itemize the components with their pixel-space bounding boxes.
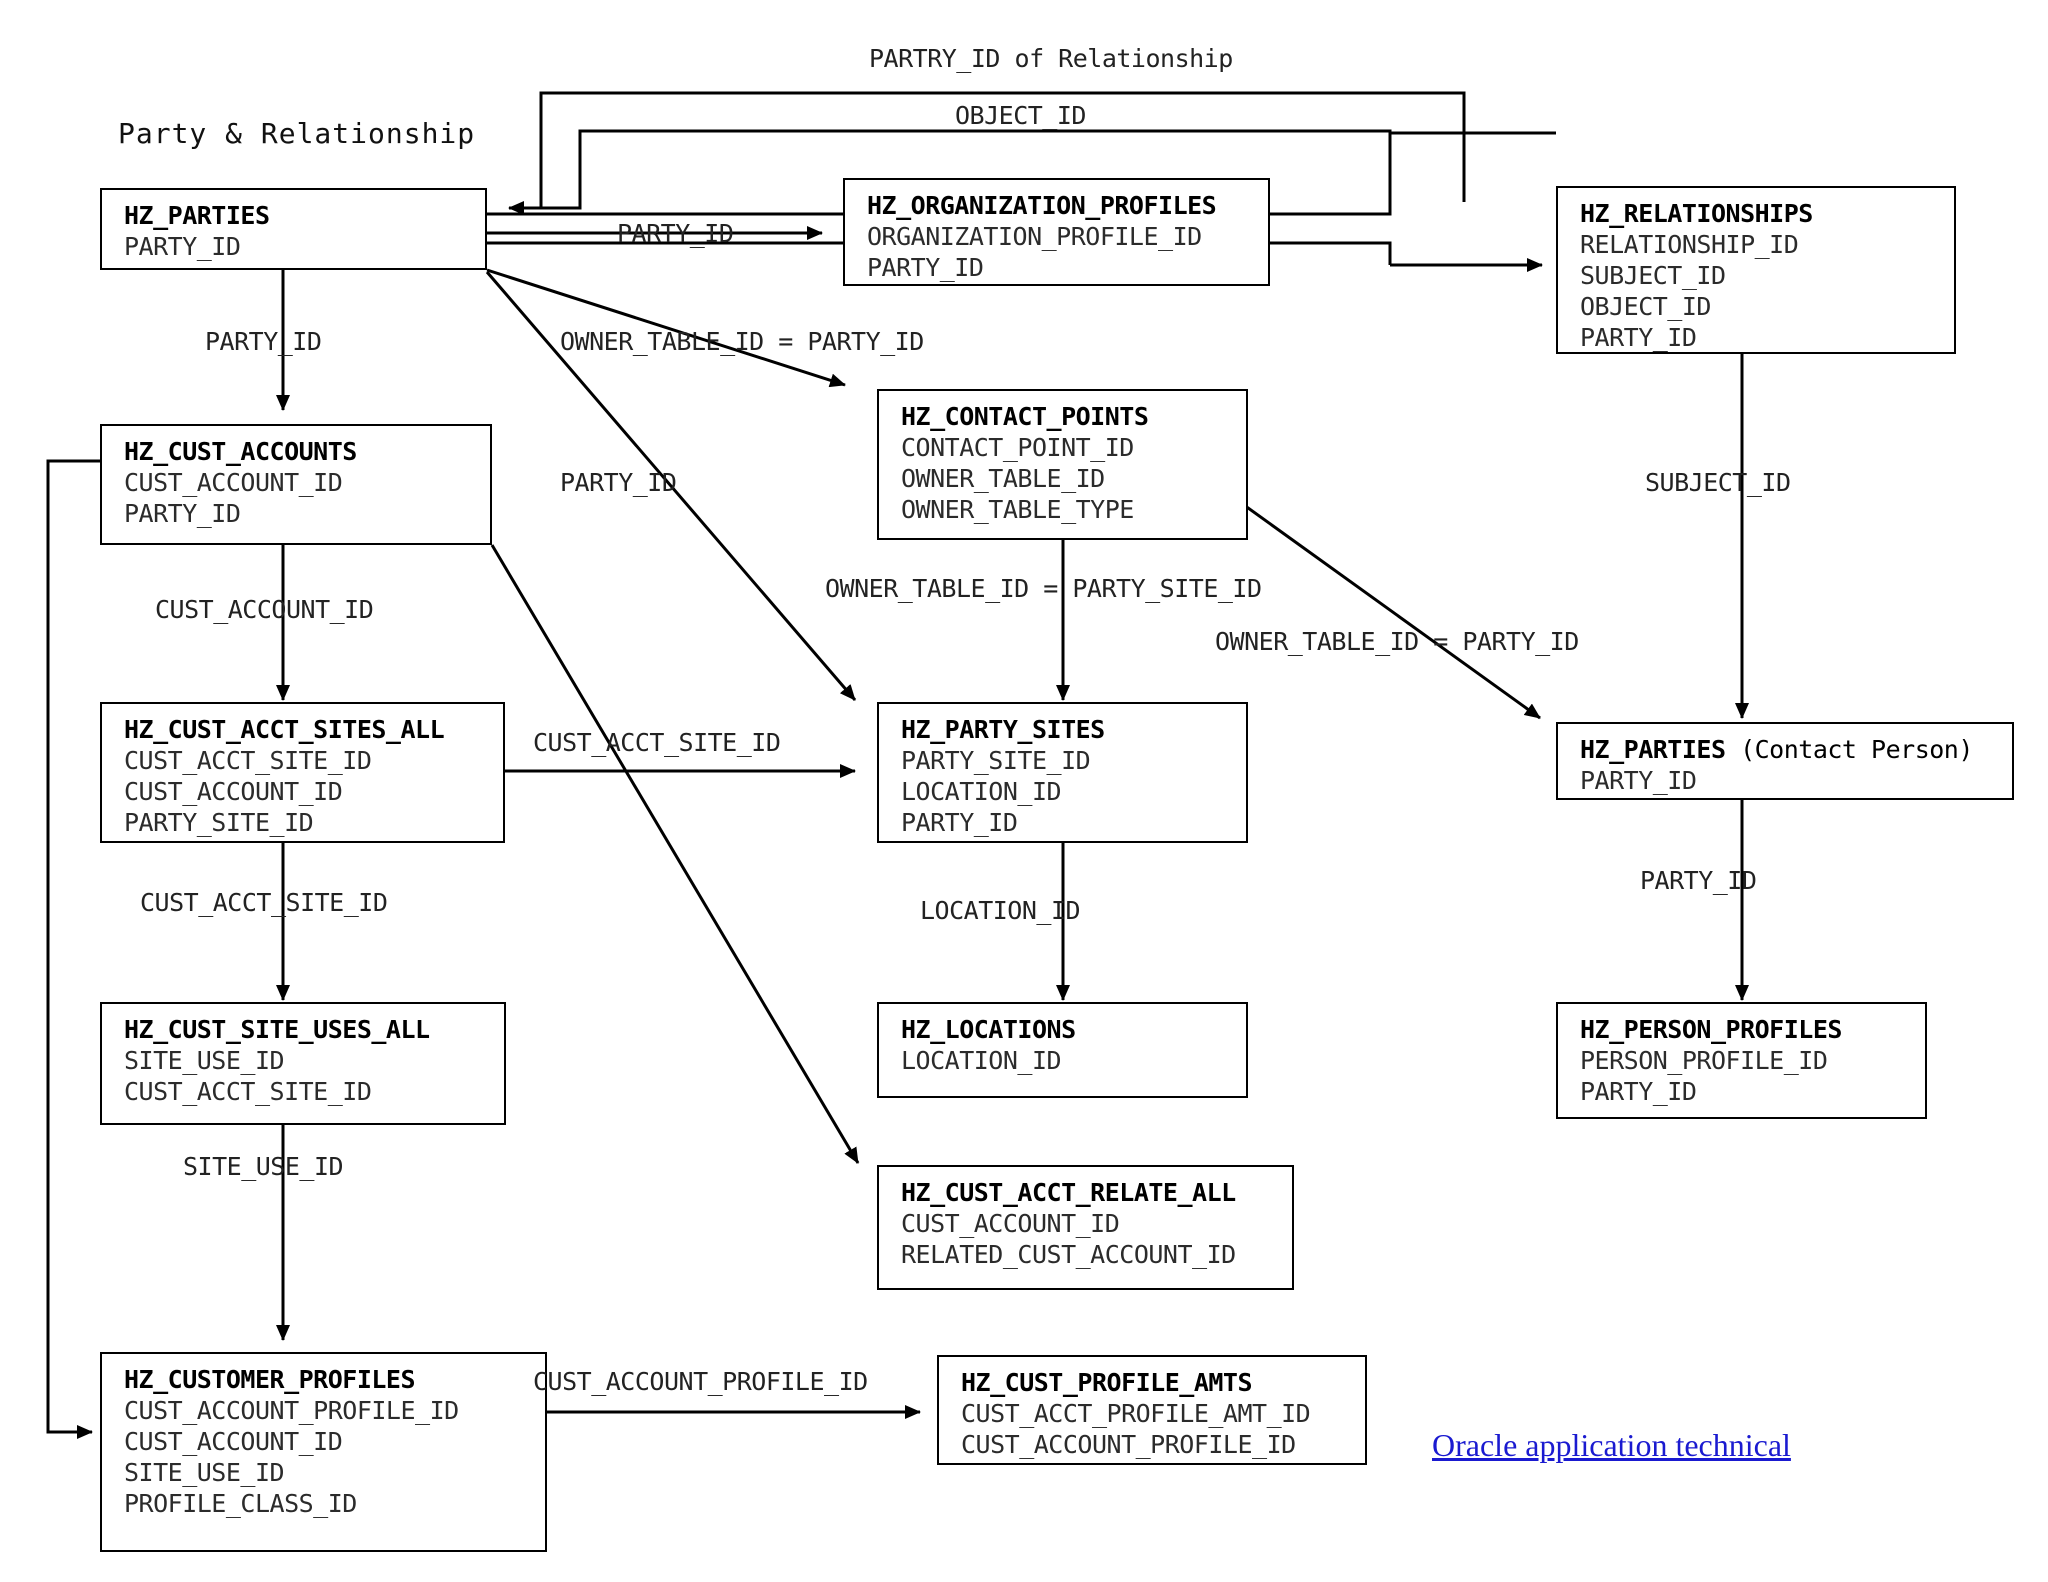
entity-column: PARTY_SITE_ID [124, 808, 314, 837]
entity-column: ORGANIZATION_PROFILE_ID [867, 222, 1202, 251]
entity-title: HZ_LOCATIONS [901, 1015, 1076, 1044]
entity-column: CUST_ACCOUNT_PROFILE_ID [124, 1396, 459, 1425]
edge-label-owner-table-id-party-id-person: OWNER_TABLE_ID = PARTY_ID [1215, 627, 1579, 656]
edge-label-site-use-id: SITE_USE_ID [183, 1152, 344, 1181]
entity-title: HZ_RELATIONSHIPS [1580, 199, 1813, 228]
entity-title: HZ_CUST_ACCT_SITES_ALL [124, 715, 445, 744]
entity-hz-cust-accounts[interactable]: HZ_CUST_ACCOUNTS CUST_ACCOUNT_ID PARTY_I… [100, 424, 492, 545]
edge-label-cust-account-profile-id: CUST_ACCOUNT_PROFILE_ID [533, 1367, 868, 1396]
entity-column: CONTACT_POINT_ID [901, 433, 1134, 462]
edge-label-party-id-person-profiles: PARTY_ID [1640, 866, 1757, 895]
entity-hz-party-sites[interactable]: HZ_PARTY_SITES PARTY_SITE_ID LOCATION_ID… [877, 702, 1248, 843]
entity-column: LOCATION_ID [901, 777, 1062, 806]
entity-title: HZ_PERSON_PROFILES [1580, 1015, 1842, 1044]
entity-column: CUST_ACCT_SITE_ID [124, 1077, 372, 1106]
entity-hz-cust-profile-amts[interactable]: HZ_CUST_PROFILE_AMTS CUST_ACCT_PROFILE_A… [937, 1355, 1367, 1465]
entity-column: RELATIONSHIP_ID [1580, 230, 1799, 259]
entity-hz-organization-profiles[interactable]: HZ_ORGANIZATION_PROFILES ORGANIZATION_PR… [843, 178, 1270, 286]
entity-title: HZ_CUST_SITE_USES_ALL [124, 1015, 430, 1044]
entity-hz-person-profiles[interactable]: HZ_PERSON_PROFILES PERSON_PROFILE_ID PAR… [1556, 1002, 1927, 1119]
edge-label-owner-table-id-party-id-contact: OWNER_TABLE_ID = PARTY_ID [560, 327, 924, 356]
entity-column: LOCATION_ID [901, 1046, 1062, 1075]
entity-column: PERSON_PROFILE_ID [1580, 1046, 1828, 1075]
oracle-application-technical-link[interactable]: Oracle application technical [1432, 1427, 1791, 1463]
entity-hz-parties[interactable]: HZ_PARTIES PARTY_ID [100, 188, 487, 270]
entity-hz-customer-profiles[interactable]: HZ_CUSTOMER_PROFILES CUST_ACCOUNT_PROFIL… [100, 1352, 547, 1552]
edge-parties-to-relationships-stem [487, 241, 1392, 265]
entity-column: CUST_ACCOUNT_PROFILE_ID [961, 1430, 1296, 1459]
edge-label-party-id-organization: PARTY_ID [617, 219, 734, 248]
entity-subtitle: (Contact Person) [1740, 735, 1973, 764]
edge-contact-points-to-parties-contact [1236, 498, 1541, 720]
entity-column: PROFILE_CLASS_ID [124, 1489, 357, 1518]
entity-hz-cust-acct-relate-all[interactable]: HZ_CUST_ACCT_RELATE_ALL CUST_ACCOUNT_ID … [877, 1165, 1294, 1290]
entity-column: PARTY_ID [1580, 1077, 1697, 1106]
entity-column: PARTY_ID [901, 808, 1018, 837]
entity-column: CUST_ACCT_PROFILE_AMT_ID [961, 1399, 1311, 1428]
edge-label-party-id-cust-accounts: PARTY_ID [205, 327, 322, 356]
entity-hz-locations[interactable]: HZ_LOCATIONS LOCATION_ID [877, 1002, 1248, 1098]
edge-cust-accounts-to-customer-profiles [46, 459, 100, 1439]
entity-title: HZ_ORGANIZATION_PROFILES [867, 191, 1217, 220]
edge-cust-accounts-to-cust-acct-relate [490, 544, 860, 1164]
entity-column: SUBJECT_ID [1580, 261, 1726, 290]
entity-column: PARTY_ID [1580, 766, 1697, 795]
entity-column: CUST_ACCOUNT_ID [124, 468, 343, 497]
edge-parties-to-contact-points [486, 268, 846, 388]
entity-column: PARTY_SITE_ID [901, 746, 1091, 775]
edge-label-location-id: LOCATION_ID [920, 896, 1081, 925]
entity-hz-contact-points[interactable]: HZ_CONTACT_POINTS CONTACT_POINT_ID OWNER… [877, 389, 1248, 540]
entity-column: CUST_ACCOUNT_ID [124, 1427, 343, 1456]
entity-title: HZ_CUSTOMER_PROFILES [124, 1365, 416, 1394]
entity-title: HZ_CONTACT_POINTS [901, 402, 1149, 431]
entity-column: CUST_ACCT_SITE_ID [124, 746, 372, 775]
edge-label-cust-account-id: CUST_ACCOUNT_ID [155, 595, 374, 624]
entity-column: OWNER_TABLE_TYPE [901, 495, 1134, 524]
entity-title: HZ_CUST_ACCT_RELATE_ALL [901, 1178, 1236, 1207]
entity-title: HZ_PARTIES (Contact Person) [1580, 735, 1973, 764]
entity-column: PARTY_ID [1580, 323, 1697, 352]
entity-column: CUST_ACCOUNT_ID [124, 777, 343, 806]
entity-column: PARTY_ID [124, 499, 241, 528]
entity-title: HZ_CUST_ACCOUNTS [124, 437, 357, 466]
edge-label-object-id: OBJECT_ID [955, 101, 1086, 130]
entity-column: RELATED_CUST_ACCOUNT_ID [901, 1240, 1236, 1269]
entity-hz-cust-acct-sites-all[interactable]: HZ_CUST_ACCT_SITES_ALL CUST_ACCT_SITE_ID… [100, 702, 505, 843]
edge-label-partry-id-of-relationship: PARTRY_ID of Relationship [869, 44, 1233, 73]
entity-title: HZ_PARTIES [124, 201, 270, 230]
edge-label-cust-acct-site-id-down: CUST_ACCT_SITE_ID [140, 888, 388, 917]
entity-title: HZ_PARTY_SITES [901, 715, 1105, 744]
diagram-title: Party & Relationship [118, 117, 476, 150]
entity-column: OBJECT_ID [1580, 292, 1711, 321]
edge-label-party-id-party-sites: PARTY_ID [560, 468, 677, 497]
entity-column: OWNER_TABLE_ID [901, 464, 1105, 493]
edge-parties-to-party-sites [485, 271, 857, 701]
entity-hz-cust-site-uses-all[interactable]: HZ_CUST_SITE_USES_ALL SITE_USE_ID CUST_A… [100, 1002, 506, 1125]
entity-hz-relationships[interactable]: HZ_RELATIONSHIPS RELATIONSHIP_ID SUBJECT… [1556, 186, 1956, 354]
entity-column: PARTY_ID [124, 232, 241, 261]
edge-label-subject-id: SUBJECT_ID [1645, 468, 1791, 497]
entity-column: SITE_USE_ID [124, 1458, 285, 1487]
entity-title: HZ_CUST_PROFILE_AMTS [961, 1368, 1253, 1397]
entity-hz-parties-contact-person[interactable]: HZ_PARTIES (Contact Person) PARTY_ID [1556, 722, 2014, 800]
edge-label-owner-table-id-party-site-id: OWNER_TABLE_ID = PARTY_SITE_ID [825, 574, 1262, 603]
entity-column: CUST_ACCOUNT_ID [901, 1209, 1120, 1238]
entity-column: SITE_USE_ID [124, 1046, 285, 1075]
entity-column: PARTY_ID [867, 253, 984, 282]
edge-label-cust-acct-site-id-right: CUST_ACCT_SITE_ID [533, 728, 781, 757]
